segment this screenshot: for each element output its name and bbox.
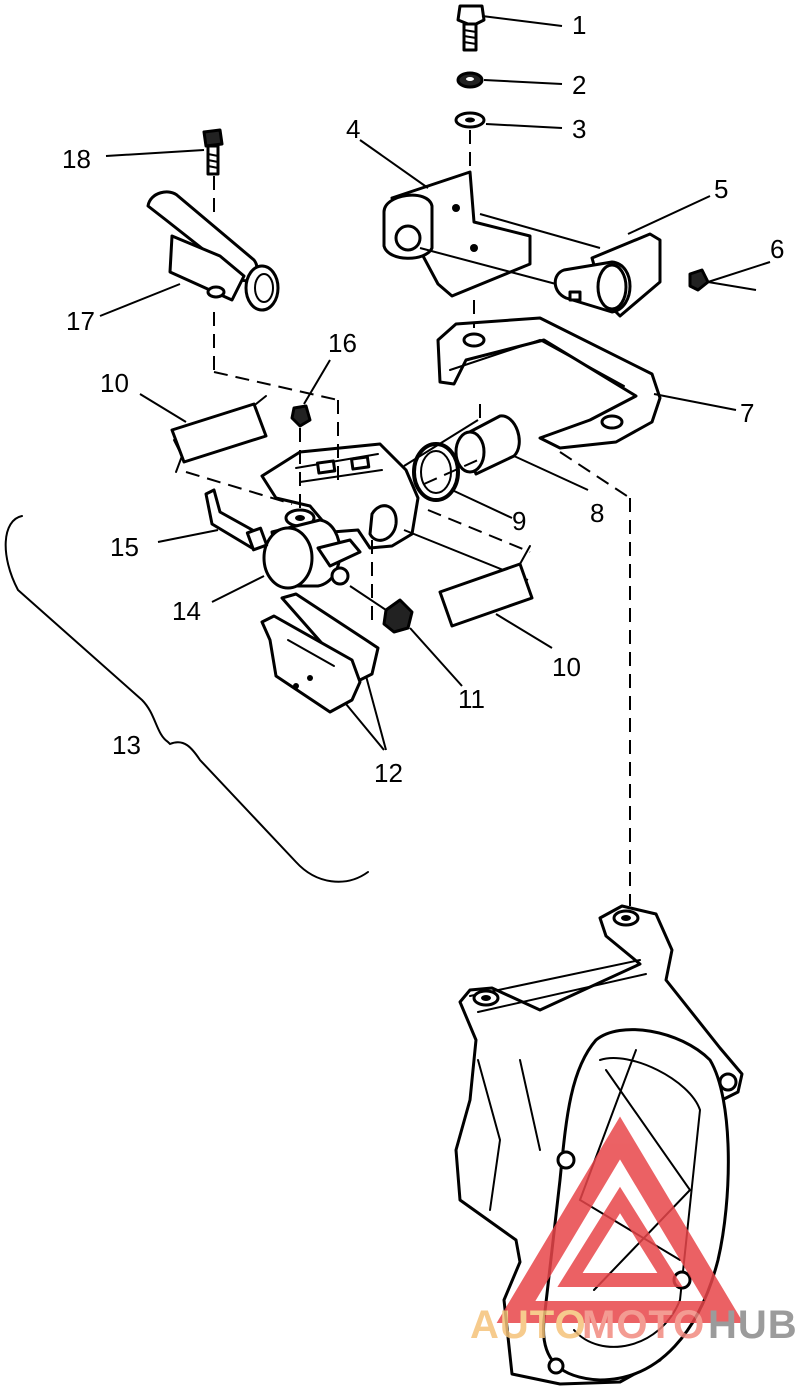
callout-16: 16 — [328, 328, 357, 358]
callout-15: 15 — [110, 532, 139, 562]
watermark-hub: HUB — [708, 1303, 798, 1347]
callout-10-upper: 10 — [100, 368, 129, 398]
part-14-cylinder — [262, 518, 362, 590]
callout-12: 12 — [374, 758, 403, 788]
part-2-lock-washer — [456, 71, 484, 89]
part-17-master-cylinder — [146, 190, 280, 312]
watermark-auto: AUTO — [470, 1303, 587, 1347]
callout-17: 17 — [66, 306, 95, 336]
callout-14: 14 — [172, 596, 201, 626]
callout-6: 6 — [770, 234, 784, 264]
callout-11: 11 — [458, 684, 485, 714]
part-13-assembly-bracket — [4, 515, 369, 883]
part-12-brake-pads — [260, 592, 380, 714]
part-7-frame-plate — [436, 316, 662, 450]
part-15-hose-fitting — [204, 488, 269, 552]
chaincase-housing — [454, 904, 744, 1386]
part-5-cylinder-mount — [553, 232, 662, 318]
callout-13: 13 — [112, 730, 141, 760]
part-11-adjuster — [349, 585, 414, 634]
callout-7: 7 — [740, 398, 754, 428]
callout-2: 2 — [572, 70, 586, 100]
callout-18: 18 — [62, 144, 91, 174]
part-18-screw — [202, 128, 224, 176]
callout-3: 3 — [572, 114, 586, 144]
part-10-shim-upper — [170, 395, 268, 473]
callout-8: 8 — [590, 498, 604, 528]
watermark-logo: AUTO MOTO HUB — [470, 1116, 798, 1347]
callout-1: 1 — [572, 10, 586, 40]
callout-5: 5 — [714, 174, 728, 204]
part-6-bleeder — [688, 268, 710, 292]
part-10-shim-lower — [438, 545, 534, 628]
callout-10-lower: 10 — [552, 652, 581, 682]
part-16-bleeder-fitting — [290, 404, 312, 428]
part-4-bracket — [382, 170, 532, 298]
caliper-body — [260, 442, 420, 550]
watermark-moto: MOTO — [582, 1303, 705, 1347]
part-3-flat-washer — [454, 111, 486, 129]
callout-4: 4 — [346, 114, 360, 144]
callout-9: 9 — [512, 506, 526, 536]
part-1-bolt — [456, 4, 486, 52]
